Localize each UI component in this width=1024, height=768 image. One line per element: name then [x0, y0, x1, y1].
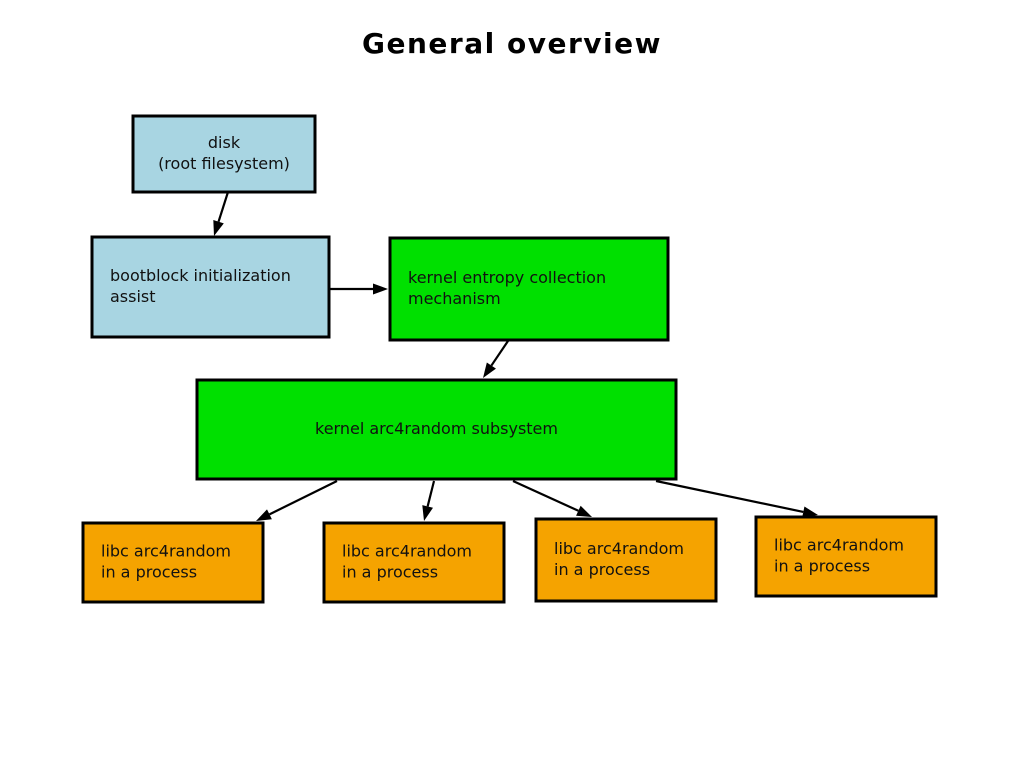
node-libc1[interactable]: libc arc4random in a process: [81, 521, 265, 604]
edge-disk-to-bootblock: [213, 191, 230, 236]
node-label-libc2: in a process: [342, 563, 438, 582]
node-box-bootblock[interactable]: [90, 235, 331, 339]
node-libc4[interactable]: libc arc4random in a process: [754, 515, 938, 598]
edge-arrowhead-subsystem-to-libc2: [422, 505, 433, 521]
node-label-entropy: mechanism: [408, 289, 501, 308]
node-label-entropy: kernel entropy collection: [408, 268, 606, 287]
node-label-disk: (root filesystem): [158, 154, 290, 173]
edge-arrowhead-subsystem-to-libc1: [256, 509, 272, 521]
node-box-libc3[interactable]: [534, 517, 718, 603]
edge-arrowhead-bootblock-to-entropy: [373, 283, 388, 295]
edge-line-disk-to-bootblock: [217, 191, 230, 223]
edge-subsystem-to-libc4: [655, 479, 818, 518]
node-label-libc3: libc arc4random: [554, 539, 684, 558]
node-label-disk: disk: [208, 133, 241, 152]
edge-line-subsystem-to-libc4: [655, 479, 804, 513]
node-libc3[interactable]: libc arc4random in a process: [534, 517, 718, 603]
node-box-subsystem[interactable]: [195, 378, 678, 481]
node-entropy[interactable]: kernel entropy collection mechanism: [388, 236, 670, 342]
node-label-libc1: libc arc4random: [101, 542, 231, 561]
node-libc2[interactable]: libc arc4random in a process: [322, 521, 506, 604]
page-title: General overview: [362, 27, 662, 60]
edge-subsystem-to-libc2: [422, 480, 436, 521]
edge-entropy-to-subsystem: [483, 340, 509, 378]
edge-arrowhead-subsystem-to-libc4: [802, 506, 818, 518]
node-label-subsystem: kernel arc4random subsystem: [315, 419, 558, 438]
node-disk[interactable]: disk (root filesystem): [131, 114, 317, 194]
node-box-libc2[interactable]: [322, 521, 506, 604]
edge-bootblock-to-entropy: [330, 283, 388, 295]
edge-subsystem-to-libc1: [256, 480, 338, 521]
node-box-disk[interactable]: [131, 114, 317, 194]
nodes-layer: disk (root filesystem) bootblock initializ…: [81, 114, 938, 604]
node-box-libc1[interactable]: [81, 521, 265, 604]
edge-line-subsystem-to-libc1: [268, 480, 338, 516]
node-label-libc4: libc arc4random: [774, 536, 904, 555]
node-subsystem[interactable]: kernel arc4random subsystem: [195, 378, 678, 481]
edge-line-entropy-to-subsystem: [490, 340, 509, 367]
node-label-libc3: in a process: [554, 560, 650, 579]
node-label-libc1: in a process: [101, 563, 197, 582]
node-label-bootblock: assist: [110, 287, 156, 306]
edge-line-subsystem-to-libc2: [426, 480, 436, 507]
edges-layer: [213, 191, 818, 521]
edge-line-subsystem-to-libc3: [512, 479, 579, 512]
node-label-libc2: libc arc4random: [342, 542, 472, 561]
edge-subsystem-to-libc3: [512, 479, 592, 517]
edge-arrowhead-entropy-to-subsystem: [483, 362, 496, 378]
edge-arrowhead-disk-to-bootblock: [213, 220, 224, 236]
node-box-entropy[interactable]: [388, 236, 670, 342]
node-bootblock[interactable]: bootblock initialization assist: [90, 235, 331, 339]
node-box-libc4[interactable]: [754, 515, 938, 598]
node-label-libc4: in a process: [774, 557, 870, 576]
edge-arrowhead-subsystem-to-libc3: [576, 505, 592, 517]
node-label-bootblock: bootblock initialization: [110, 266, 291, 285]
